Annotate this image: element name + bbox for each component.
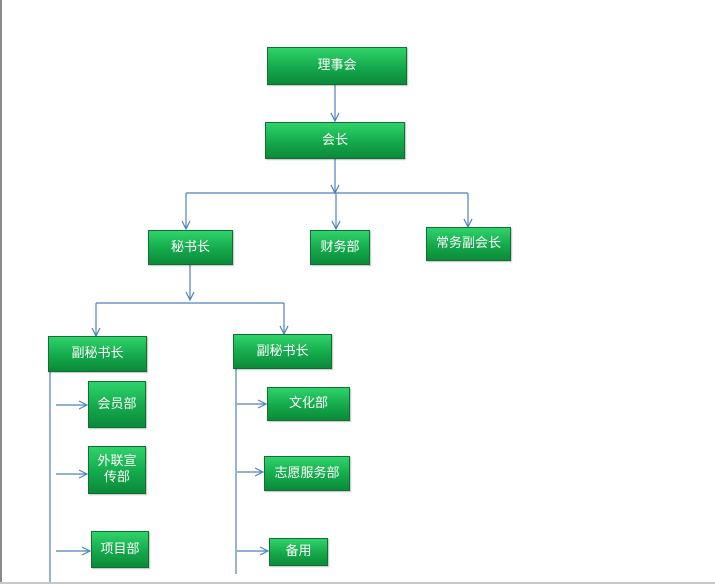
node-culture: 文化部 bbox=[267, 387, 350, 421]
window-bottom-edge bbox=[0, 582, 715, 584]
node-liaison-pr: 外联宣 传部 bbox=[88, 446, 146, 494]
node-projects: 项目部 bbox=[91, 531, 149, 568]
node-board: 理事会 bbox=[267, 47, 407, 85]
node-secretary-general: 秘书长 bbox=[148, 230, 233, 265]
node-president: 会长 bbox=[265, 122, 405, 159]
node-reserve: 备用 bbox=[269, 538, 328, 566]
window-left-edge bbox=[0, 0, 2, 584]
node-finance: 财务部 bbox=[310, 230, 370, 265]
node-deputy-secretary-2: 副秘书长 bbox=[233, 334, 332, 369]
node-volunteer-service: 志愿服务部 bbox=[264, 456, 350, 491]
node-deputy-secretary-1: 副秘书长 bbox=[48, 336, 147, 372]
node-executive-vp: 常务副会长 bbox=[426, 227, 511, 261]
node-membership: 会员部 bbox=[88, 381, 146, 428]
